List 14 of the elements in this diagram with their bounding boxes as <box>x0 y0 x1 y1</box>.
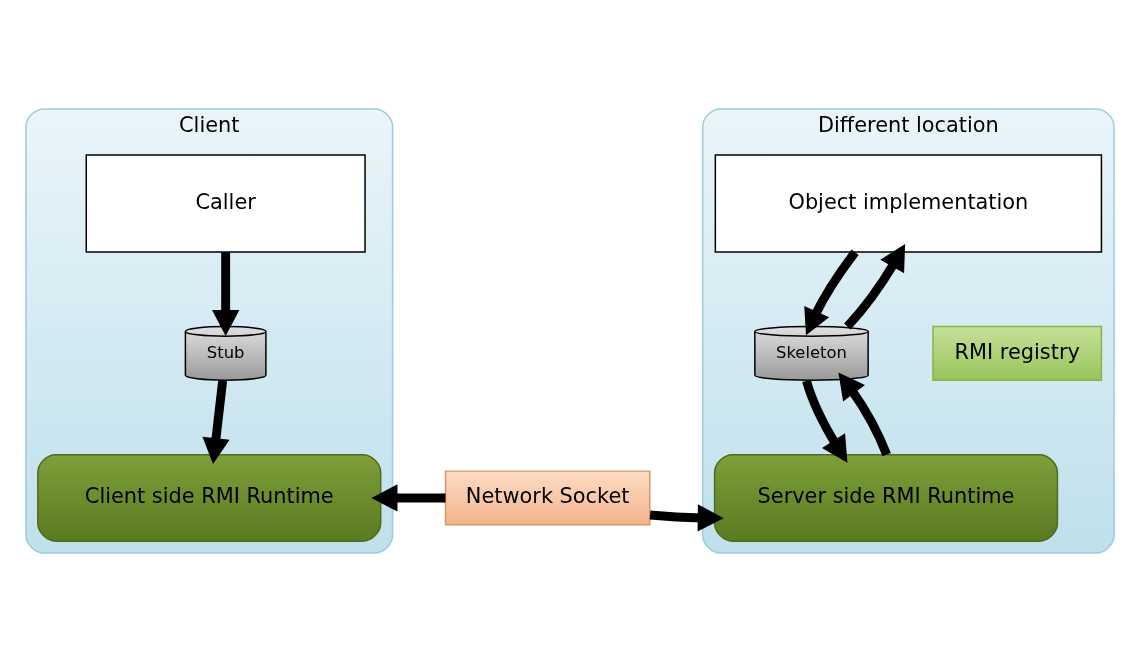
arrow <box>804 249 859 336</box>
arrow <box>212 252 240 337</box>
node-box: Caller <box>85 154 366 253</box>
arrow <box>202 380 230 465</box>
arrow <box>844 243 906 330</box>
arrow <box>649 504 724 532</box>
arrow <box>838 372 891 457</box>
node-box: Object implementation <box>714 154 1103 253</box>
arrow <box>371 484 446 512</box>
node-box: RMI registry <box>932 325 1103 381</box>
arrow <box>802 379 848 463</box>
node-box: Client side RMI Runtime <box>37 454 382 542</box>
node-box: Network Socket <box>444 470 651 526</box>
node-box: Server side RMI Runtime <box>713 454 1059 542</box>
